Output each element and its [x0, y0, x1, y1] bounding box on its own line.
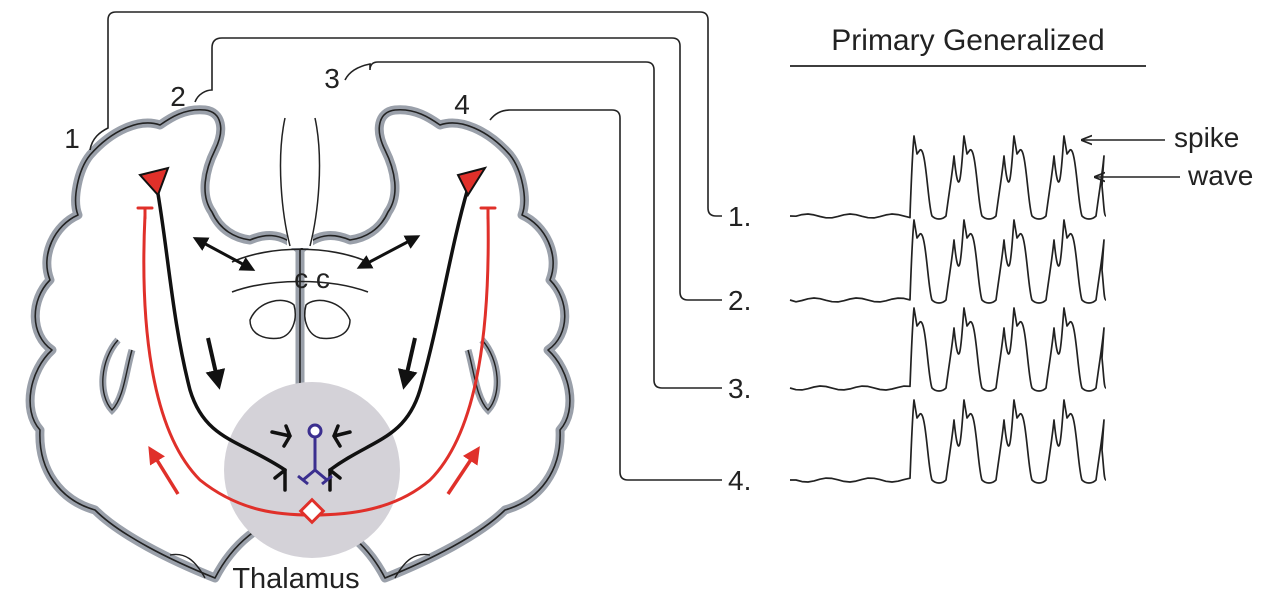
thalamus-region — [224, 382, 400, 558]
region-label-1: 1 — [64, 123, 80, 154]
region-label-2: 2 — [170, 81, 186, 112]
channel-label-1: 1. — [728, 201, 751, 232]
thalamus-label: Thalamus — [232, 563, 359, 595]
spike-label: spike — [1174, 122, 1239, 153]
eeg-trace-1 — [790, 136, 1106, 219]
channel-label-4: 4. — [728, 465, 751, 496]
region-label-3: 3 — [324, 63, 340, 94]
wave-label: wave — [1187, 160, 1253, 191]
eeg-trace-3 — [790, 308, 1106, 391]
eeg-trace-2 — [790, 220, 1106, 303]
channel-label-2: 2. — [728, 285, 751, 316]
region-label-4: 4 — [454, 89, 470, 120]
eeg-traces: 1. 2. 3. 4. — [728, 136, 1106, 496]
figure-title: Primary Generalized — [831, 24, 1104, 57]
corpus-callosum-label: c c — [294, 263, 330, 294]
eeg-trace-4 — [790, 400, 1106, 483]
channel-label-3: 3. — [728, 373, 751, 404]
